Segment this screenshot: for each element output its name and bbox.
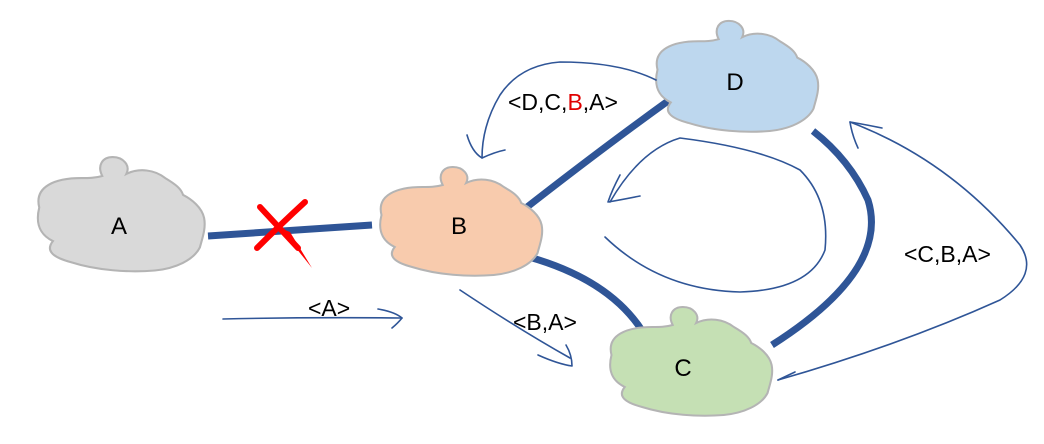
link-b-d [519,98,671,214]
node-a-label: A [111,213,127,240]
link-b-c [528,253,646,334]
announcement-dcba-label: <D,C,B,A> [508,89,618,115]
announcement-a-label: <A> [308,295,350,321]
link-c-d [770,128,875,348]
node-b-label: B [451,213,467,240]
arrow-a-to-b [222,308,403,329]
announcement-dcba-part-3: ,A> [583,89,618,115]
arrow-loop [604,137,827,293]
arrow-d-to-b [466,61,657,159]
announcement-dcba-part-1: <D,C, [508,89,567,115]
announcement-cba-label: <C,B,A> [904,241,991,267]
arrow-b-to-c [459,289,573,367]
node-c-label: C [674,355,691,382]
link-a-b [207,221,373,240]
node-d-label: D [726,69,743,96]
announcement-ba-label: <B,A> [513,309,577,335]
arrow-c-to-d [777,121,1028,381]
announcement-dcba-highlight: B [567,89,582,115]
link-failure-x-icon [254,199,312,268]
